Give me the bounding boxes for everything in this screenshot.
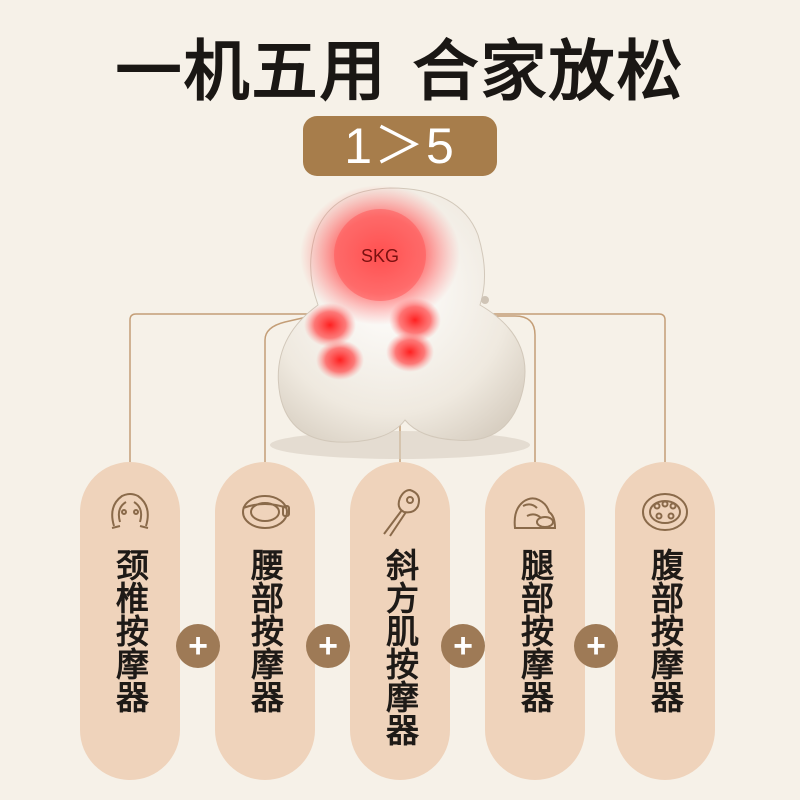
plus-icon: + [574,624,618,668]
card-label: 腰部按摩器 [245,548,285,713]
card-label: 腹部按摩器 [645,548,685,713]
plus-icon: + [306,624,350,668]
device-logo: SKG [361,246,399,266]
plus-icon: + [176,624,220,668]
card-label: 斜方肌按摩器 [380,548,420,746]
card-waist: 腰部按摩器 [215,462,315,780]
waist-massager-icon [242,495,290,529]
card-neck: 颈椎按摩器 [80,462,180,780]
card-leg: 腿部按摩器 [485,462,585,780]
ratio-badge: 1＞5 [303,116,497,176]
card-label: 颈椎按摩器 [110,548,150,713]
neck-massager-icon [111,493,149,529]
card-label: 腿部按摩器 [515,548,555,713]
card-trapezius: 斜方肌按摩器 [350,462,450,780]
trapezius-massager-icon [383,488,420,537]
card-abdomen: 腹部按摩器 [615,462,715,780]
plus-icon: + [441,624,485,668]
leg-massager-icon [513,497,557,529]
headline: 一机五用 合家放松 [115,33,685,110]
abdomen-massager-icon [642,493,688,531]
